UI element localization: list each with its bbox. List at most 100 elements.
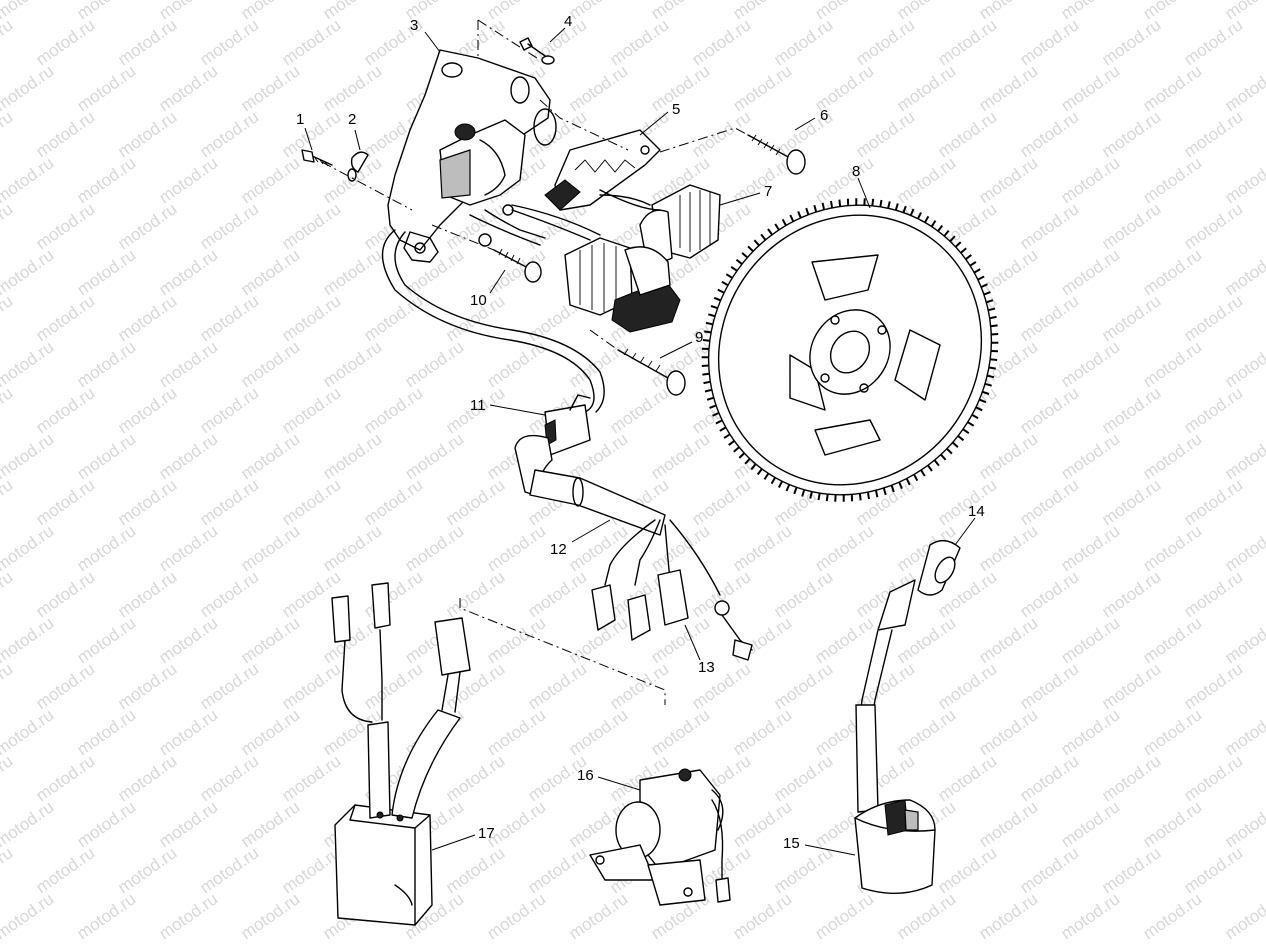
watermark-text: motod.ru xyxy=(0,383,16,437)
watermark-text: motod.ru xyxy=(524,659,590,713)
watermark-text: motod.ru xyxy=(811,613,877,667)
watermark-text: motod.ru xyxy=(1016,15,1082,69)
watermark-text: motod.ru xyxy=(155,245,221,299)
gear-tooth xyxy=(982,390,990,395)
gear-tooth xyxy=(741,252,749,259)
watermark-text: motod.ru xyxy=(114,107,180,161)
watermark-text: motod.ru xyxy=(1098,383,1164,437)
watermark-text: motod.ru xyxy=(647,429,713,483)
watermark-text: motod.ru xyxy=(73,61,139,115)
gear-tooth xyxy=(760,233,767,241)
gear-tooth xyxy=(797,211,802,219)
watermark-text: motod.ru xyxy=(1180,843,1246,897)
watermark-text: motod.ru xyxy=(237,153,303,207)
callout-10: 10 xyxy=(470,292,487,309)
watermark-text: motod.ru xyxy=(114,15,180,69)
watermark-text: motod.ru xyxy=(73,429,139,483)
watermark-text: motod.ru xyxy=(1180,199,1246,253)
callout-6: 6 xyxy=(820,107,828,124)
watermark-text: motod.ru xyxy=(483,889,549,943)
watermark-text: motod.ru xyxy=(893,705,959,759)
watermark-text: motod.ru xyxy=(565,705,631,759)
gear-tooth xyxy=(756,468,763,476)
gear-tooth xyxy=(986,374,995,379)
callout-13: 13 xyxy=(698,659,715,676)
watermark-text: motod.ru xyxy=(934,843,1000,897)
gear-tooth xyxy=(990,358,998,361)
gear-tooth xyxy=(809,491,813,499)
gear-tooth xyxy=(983,291,991,296)
watermark-text: motod.ru xyxy=(114,291,180,345)
gear-tooth xyxy=(725,273,733,279)
gear-tooth xyxy=(805,207,810,216)
watermark-text: motod.ru xyxy=(1180,751,1246,805)
watermark-text: motod.ru xyxy=(442,751,508,805)
gear-tooth xyxy=(991,333,999,336)
watermark-text: motod.ru xyxy=(319,245,385,299)
watermark-text: motod.ru xyxy=(975,705,1041,759)
watermark-text: motod.ru xyxy=(237,521,303,575)
watermark-text: motod.ru xyxy=(770,751,836,805)
callout-4: 4 xyxy=(564,13,572,30)
gear-tooth xyxy=(940,453,947,461)
gear-tooth xyxy=(781,218,787,226)
watermark-text: motod.ru xyxy=(196,383,262,437)
watermark-text: motod.ru xyxy=(319,521,385,575)
screw-6 xyxy=(747,134,806,175)
watermark-text: motod.ru xyxy=(1057,429,1123,483)
gear-tooth xyxy=(858,493,862,501)
gear-tooth xyxy=(767,228,773,236)
callout-11: 11 xyxy=(470,397,486,414)
watermark-text: motod.ru xyxy=(155,705,221,759)
wire-harness xyxy=(381,229,753,661)
watermark-text: motod.ru xyxy=(1221,521,1266,575)
watermark-text: motod.ru xyxy=(319,61,385,115)
screw-1 xyxy=(301,149,333,167)
assembly-lines xyxy=(321,19,749,705)
watermark-text: motod.ru xyxy=(1221,337,1266,391)
watermark-text: motod.ru xyxy=(729,705,795,759)
watermark-text: motod.ru xyxy=(1262,107,1266,161)
watermark-text: motod.ru xyxy=(1057,797,1123,851)
watermark-text: motod.ru xyxy=(1180,291,1246,345)
watermark-text: motod.ru xyxy=(0,199,16,253)
gear-tooth xyxy=(863,198,866,206)
gear-tooth xyxy=(933,459,940,467)
watermark-text: motod.ru xyxy=(1098,567,1164,621)
gear-tooth xyxy=(789,214,795,222)
gear-tooth xyxy=(962,428,970,435)
gear-tooth xyxy=(825,494,829,502)
watermark-text: motod.ru xyxy=(196,843,262,897)
gear-tooth xyxy=(701,364,709,367)
watermark-text: motod.ru xyxy=(196,751,262,805)
watermark-text: motod.ru xyxy=(73,245,139,299)
watermark-text: motod.ru xyxy=(0,107,16,161)
watermark-text: motod.ru xyxy=(1057,153,1123,207)
watermark-text: motod.ru xyxy=(1180,107,1246,161)
gear-tooth xyxy=(728,440,735,446)
callout-17: 17 xyxy=(478,825,495,842)
watermark-text: motod.ru xyxy=(811,889,877,943)
watermark-text: motod.ru xyxy=(1016,199,1082,253)
watermark-text: motod.ru xyxy=(114,383,180,437)
watermark-text: motod.ru xyxy=(1221,245,1266,299)
watermark-text: motod.ru xyxy=(114,475,180,529)
watermark-text: motod.ru xyxy=(975,521,1041,575)
watermark-text: motod.ru xyxy=(1180,15,1246,69)
watermark-text: motod.ru xyxy=(1221,797,1266,851)
watermark-text: motod.ru xyxy=(1057,889,1123,943)
watermark-text: motod.ru xyxy=(237,889,303,943)
gear-tooth xyxy=(973,268,981,274)
gear-tooth xyxy=(838,199,842,207)
gear-tooth xyxy=(763,472,770,480)
gear-tooth xyxy=(735,258,743,265)
watermark-text: motod.ru xyxy=(852,107,918,161)
watermark-text: motod.ru xyxy=(606,659,672,713)
gear-tooth xyxy=(882,487,887,496)
watermark-text: motod.ru xyxy=(0,889,57,943)
watermark-text: motod.ru xyxy=(73,521,139,575)
watermark-text: motod.ru xyxy=(196,291,262,345)
starter-solenoid xyxy=(589,768,731,906)
watermark-text: motod.ru xyxy=(729,61,795,115)
watermark-text: motod.ru xyxy=(237,337,303,391)
